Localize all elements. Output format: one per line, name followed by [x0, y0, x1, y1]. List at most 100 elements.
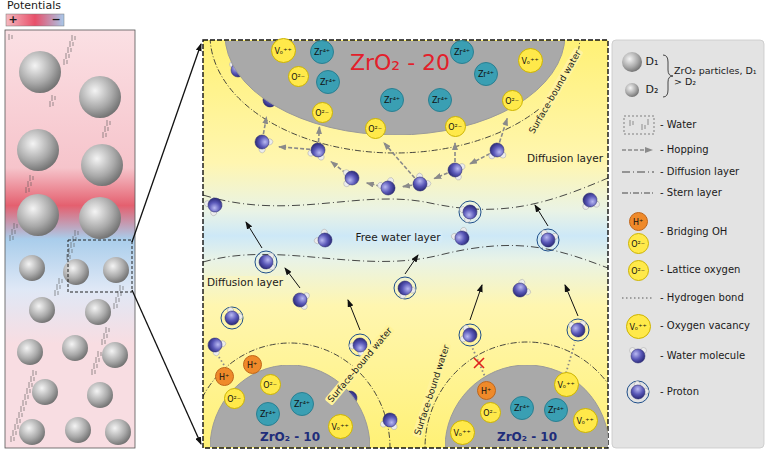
illustration-part — [537, 229, 559, 251]
zro2-particle — [62, 335, 88, 361]
water-tick — [73, 236, 74, 242]
illustration-part — [258, 254, 273, 269]
water-tick — [69, 54, 70, 58]
proton — [221, 306, 244, 329]
zirconium-ion: Zr⁴⁺ — [310, 40, 334, 64]
hopping-arrow — [279, 147, 310, 150]
water-tick — [107, 120, 108, 126]
potential-bar — [6, 14, 64, 26]
water-tick — [104, 333, 105, 339]
hydrogen-bond — [472, 347, 486, 379]
legend-text: - Lattice oxygen — [660, 264, 740, 276]
water-tick — [13, 430, 14, 436]
water-tick — [114, 303, 115, 309]
water-tick — [31, 182, 32, 186]
water-tick — [14, 223, 15, 229]
lattice-oxygen: O²⁻ — [260, 374, 281, 395]
water-tick — [11, 436, 12, 442]
zro2-particle — [19, 255, 45, 281]
zoom-arrow — [132, 290, 201, 444]
zro2-particle — [63, 259, 89, 285]
zro2-particle — [85, 299, 111, 325]
zro2-particle — [102, 342, 128, 368]
water-tick — [109, 328, 110, 332]
illustration-part — [630, 120, 631, 126]
water-tick — [119, 298, 120, 302]
water-tick — [75, 230, 76, 236]
legend-text: ZrO₂ particles, D₁ > D₂ — [674, 65, 758, 88]
water-tick — [33, 176, 34, 180]
water-sample — [624, 116, 654, 134]
illustration-part — [582, 192, 599, 209]
illustration-part — [474, 358, 484, 368]
illustration-part — [627, 381, 649, 403]
chart-title: Potentials — [7, 0, 61, 13]
blocked-bond-cross — [474, 358, 484, 368]
oxygen-vacancy: Vₒ⁺⁺ — [573, 408, 598, 433]
water-tick — [72, 249, 73, 253]
water-tick — [105, 126, 106, 132]
particle-column — [9, 34, 131, 445]
water-tick — [27, 388, 28, 394]
suspension-column — [5, 30, 135, 448]
illustration-part — [628, 382, 648, 402]
brace — [663, 55, 673, 97]
water-tick — [33, 370, 34, 376]
zro2-particle — [103, 257, 129, 283]
hopping-arrow — [318, 127, 321, 142]
legend-text: - Bridging OH — [660, 226, 727, 238]
hopping-arrow — [434, 173, 447, 179]
illustration-part — [205, 335, 225, 355]
illustration-part — [446, 161, 464, 179]
illustration-part — [204, 334, 227, 357]
illustration-part — [648, 119, 649, 125]
legend-samples — [627, 348, 650, 404]
water-tick — [66, 53, 67, 59]
zirconium-ion: Zr⁴⁺ — [544, 398, 568, 422]
legend-text: - Water — [660, 119, 696, 131]
illustration-part — [409, 172, 432, 195]
water-tick — [14, 437, 15, 441]
lattice-oxygen: O²⁻ — [224, 388, 245, 409]
water-molecule — [204, 334, 227, 357]
illustration-part — [460, 325, 479, 345]
water-tick — [12, 35, 13, 39]
illustration-part — [382, 412, 399, 429]
water-tick — [19, 412, 20, 418]
oxygen-vacancy: Vₒ⁺⁺ — [450, 420, 475, 445]
lattice-oxygen: O²⁻ — [628, 260, 649, 281]
illustration-part — [313, 228, 336, 251]
lattice-oxygen: O²⁻ — [628, 233, 649, 254]
zro2-particle — [79, 76, 121, 118]
hopping-arrow — [403, 185, 412, 186]
bridging-proton: H⁺ — [215, 367, 234, 386]
water-tick — [34, 377, 35, 381]
water-tick — [69, 248, 70, 254]
zro2-particle — [29, 297, 55, 323]
stern-sample — [622, 193, 654, 194]
water-molecule — [343, 169, 359, 187]
stern-layer-line — [210, 40, 580, 153]
water-tick — [17, 224, 18, 228]
illustration-part — [222, 308, 241, 327]
water-tick — [32, 383, 33, 387]
zro2-particle — [79, 197, 121, 239]
zirconium-ion: Zr⁴⁺ — [428, 88, 452, 112]
illustration-part — [251, 131, 274, 154]
water-tick — [78, 231, 79, 235]
illustration-part — [627, 380, 650, 403]
illustration-part — [461, 326, 478, 343]
water-tick — [16, 431, 17, 435]
diffusion-arrow — [246, 222, 262, 248]
water-tick — [98, 351, 99, 357]
particle-sample — [622, 52, 642, 72]
hopping-sample — [622, 149, 652, 151]
illustration-part — [539, 231, 556, 248]
illustration-part — [474, 358, 484, 368]
hopping-arrow — [470, 154, 490, 164]
water-tick — [95, 370, 96, 374]
proton — [537, 229, 559, 251]
proton — [567, 319, 589, 341]
proton — [459, 324, 481, 346]
